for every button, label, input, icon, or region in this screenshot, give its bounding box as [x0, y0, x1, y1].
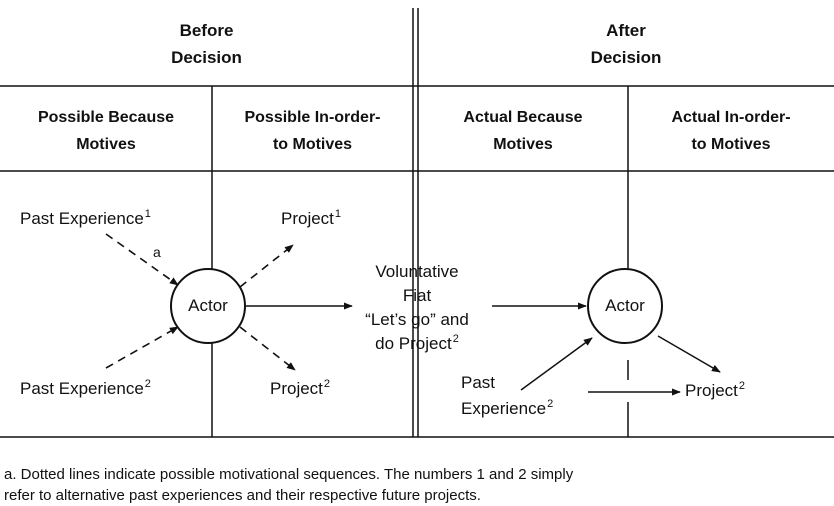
- column-possible-in-order-to: Possible In-order- to Motives: [244, 109, 381, 153]
- column-actual-because: Actual Because Motives: [463, 109, 583, 153]
- arrow-past1-to-actor: [105, 233, 179, 286]
- actor-right-label: Actor: [605, 296, 645, 315]
- arrow-past-right-to-actor: [520, 337, 593, 391]
- header-after: After Decision: [590, 21, 662, 67]
- actor-right-circle: [587, 268, 663, 344]
- arrow-past2-to-actor: [105, 326, 179, 369]
- arrow-actor-to-project1: [239, 244, 294, 288]
- header-before: Before Decision: [171, 21, 242, 67]
- arrow-marker-a: a: [153, 244, 161, 260]
- past-experience-1: Past Experience1: [20, 208, 151, 228]
- arrow-actor-to-project2: [239, 326, 296, 371]
- column-possible-because: Possible Because Motives: [37, 109, 175, 153]
- arrow-actor-to-project-right: [657, 335, 721, 373]
- actor-left-circle: [170, 268, 246, 344]
- past-experience-right: Past Experience2: [461, 373, 554, 418]
- project-right: Project2: [685, 380, 746, 400]
- column-actual-in-order-to: Actual In-order- to Motives: [671, 109, 791, 153]
- footnote: a. Dotted lines indicate possible motiva…: [4, 466, 574, 504]
- actor-left-label: Actor: [188, 296, 228, 315]
- project-1: Project1: [281, 208, 342, 228]
- voluntative-fiat: Voluntative Fiat “Let’s go” and do Proje…: [365, 262, 469, 353]
- past-experience-2: Past Experience2: [20, 378, 151, 398]
- project-2: Project2: [270, 378, 331, 398]
